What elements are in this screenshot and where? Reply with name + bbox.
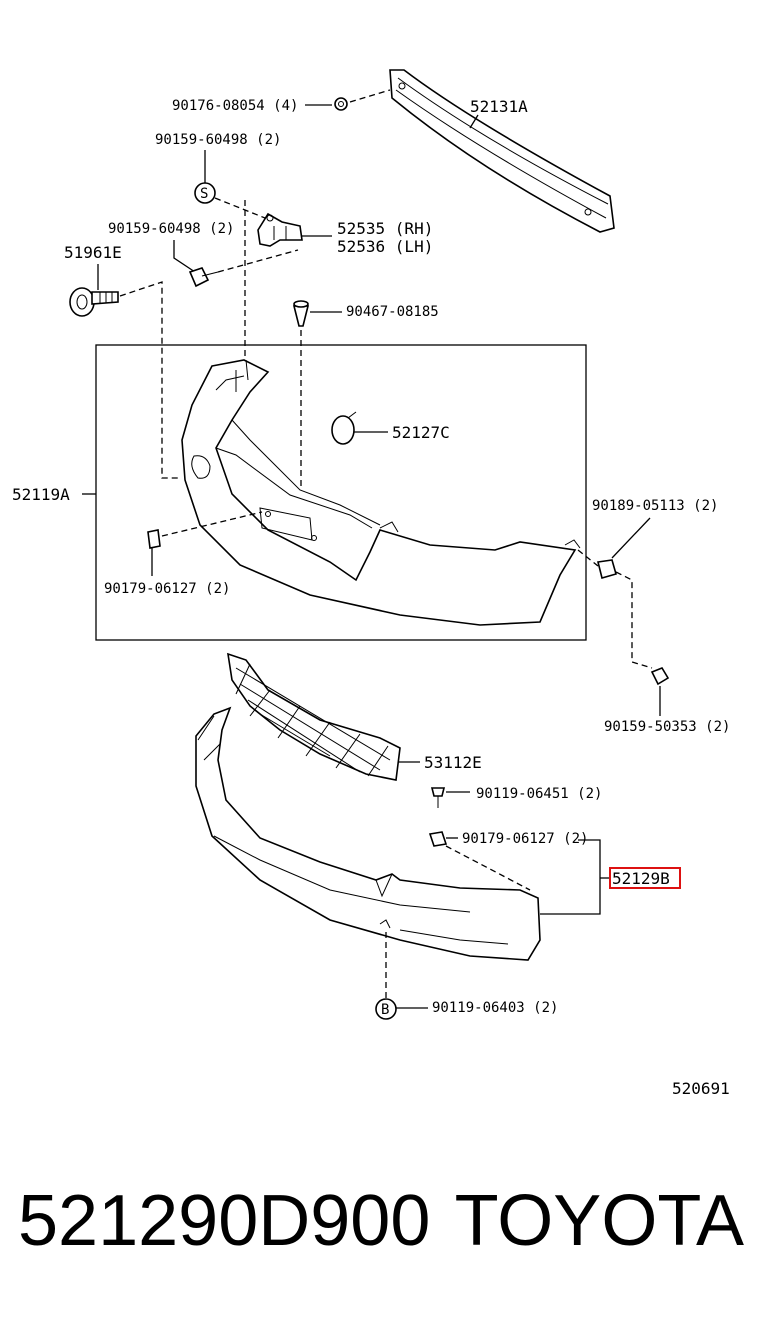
grille-mesh (227, 652, 401, 781)
towing-eye-icon (69, 287, 119, 317)
label-51961E: 51961E (64, 243, 122, 262)
label-90159-50353: 90159-50353 (2) (604, 719, 730, 735)
label-90159-60498-top: 90159-60498 (2) (155, 132, 281, 148)
label-52127C: 52127C (392, 423, 450, 442)
lower-spoiler (195, 706, 541, 961)
screw-90119-06451-icon (430, 787, 446, 808)
assembly-frame (95, 344, 587, 641)
bolt-icon (188, 267, 219, 288)
bumper-cover (181, 359, 581, 626)
part-number-caption: 521290D900 (18, 1181, 431, 1261)
footer-caption: 521290D900 TOYOTA (0, 1180, 760, 1290)
label-90467-08185: 90467-08185 (346, 304, 439, 320)
retainer-icon (147, 529, 161, 549)
cap-icon (331, 411, 357, 445)
b-marker-letter: B (381, 1002, 389, 1018)
label-90159-60498-mid: 90159-60498 (2) (108, 221, 234, 237)
reinforcement-bar (389, 69, 615, 233)
label-90189-05113: 90189-05113 (2) (592, 498, 718, 514)
diagram-code: 520691 (672, 1079, 730, 1098)
label-90179-06127-upper: 90179-06127 (2) (104, 581, 230, 597)
b-marker-icon: B (375, 998, 397, 1020)
s-marker-icon: S (194, 182, 216, 204)
highlight-52129B (609, 867, 681, 889)
label-52119A: 52119A (12, 485, 70, 504)
side-retainer-icon (597, 559, 617, 579)
label-90119-06451: 90119-06451 (2) (476, 786, 602, 802)
clip-icon (292, 300, 310, 327)
screw-icon (650, 667, 670, 686)
label-90179-06127-lower: 90179-06127 (2) (462, 831, 588, 847)
label-52129B: 52129B (612, 869, 670, 888)
bracket-icon (257, 212, 303, 247)
label-52131A: 52131A (470, 97, 528, 116)
label-90119-06403: 90119-06403 (2) (432, 1000, 558, 1016)
nut-icon (334, 97, 348, 111)
label-53112E: 53112E (424, 753, 482, 772)
label-52536-lh: 52536 (LH) (337, 237, 433, 256)
parts-diagram: 90176-08054 (4) 52131A 90159-60498 (2) S… (12, 69, 730, 1098)
label-90176-08054: 90176-08054 (4) (172, 98, 298, 114)
retainer-lower-icon (428, 831, 448, 847)
brand-caption: TOYOTA (454, 1181, 744, 1261)
label-52535-rh: 52535 (RH) (337, 219, 433, 238)
s-marker-letter: S (200, 186, 208, 202)
